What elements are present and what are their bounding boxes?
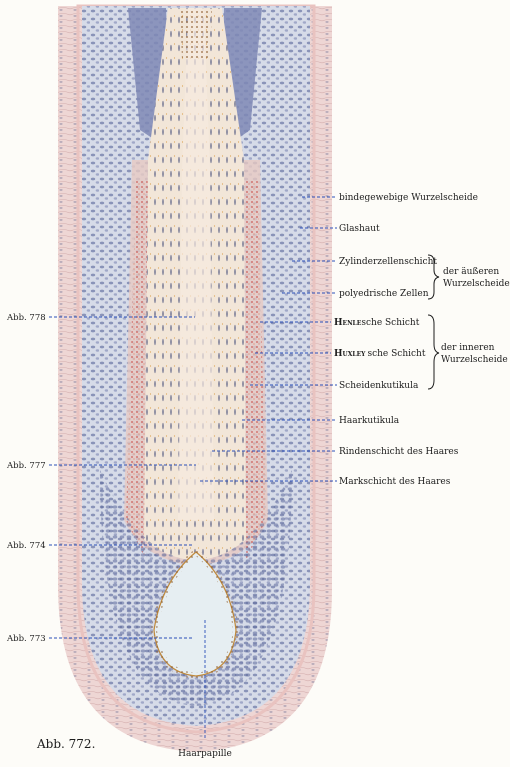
glassy-membrane (76, 4, 316, 734)
brace-innere (427, 314, 440, 390)
leaders-right (200, 196, 337, 482)
label-abb-773: Abb. 773 (6, 634, 46, 644)
label-haarkutikula: Haarkutikula (339, 416, 400, 426)
label-abb-777: Abb. 777 (6, 461, 46, 471)
label-haarpapille: Haarpapille (178, 749, 232, 759)
label-rindenschicht: Rindenschicht des Haares (339, 447, 459, 457)
leaders-left (49, 316, 206, 740)
label-polyedrische-zellen: polyedrische Zellen (339, 289, 429, 299)
huxley-suffix: sche Schicht (367, 349, 425, 359)
inner-root-sheath-granules-right (244, 180, 266, 560)
group-innere-line1: der inneren (441, 343, 495, 353)
label-markschicht: Markschicht des Haares (339, 477, 451, 487)
hair-papilla-pigment (150, 548, 240, 680)
label-zylinderzellenschicht: Zylinderzellenschicht (339, 257, 437, 267)
label-scheidenkutikula: Scheidenkutikula (339, 381, 419, 391)
label-abb-778: Abb. 778 (6, 313, 46, 323)
brace-aeussere (427, 254, 440, 300)
label-bindegewebige-wurzelscheide: bindegewebige Wurzelscheide (339, 193, 478, 203)
henle-name: Henle (334, 318, 362, 328)
huxley-name: Huxley (334, 349, 366, 359)
hair-medulla (178, 8, 214, 520)
label-henle-schicht: Henlesche Schicht (334, 318, 420, 328)
group-aeussere-line1: der äußeren (443, 267, 499, 277)
figure-caption: Abb. 772. (36, 737, 95, 751)
group-innere-line2: Wurzelscheide (441, 355, 508, 365)
label-glashaut: Glashaut (339, 224, 380, 234)
hair-medulla-pigment (180, 8, 212, 60)
henle-suffix: sche Schicht (361, 318, 419, 328)
group-aeussere-line2: Wurzelscheide (443, 279, 510, 289)
label-abb-774: Abb. 774 (6, 541, 46, 551)
